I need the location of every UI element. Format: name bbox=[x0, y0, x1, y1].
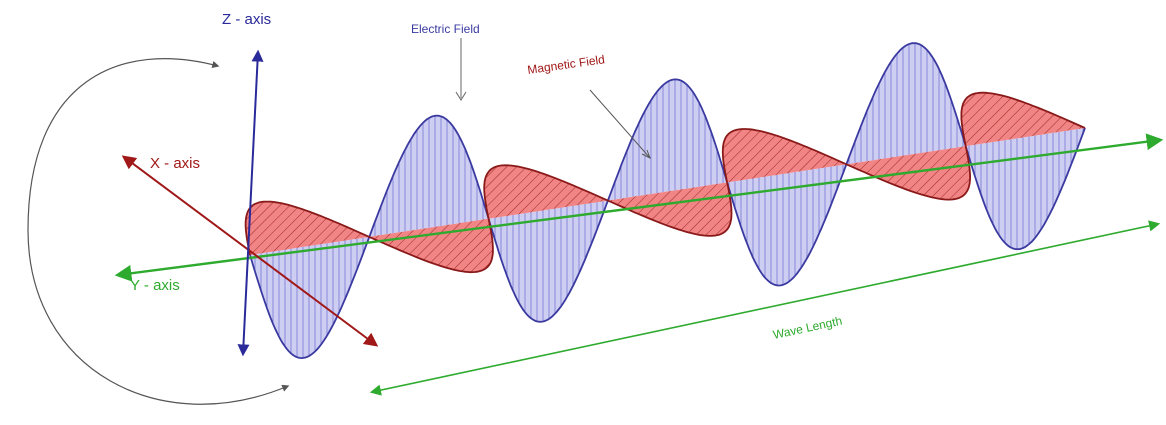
magnetic-field-pointer-head bbox=[641, 149, 651, 160]
y-axis-label: Y - axis bbox=[130, 277, 180, 294]
wave-length-arrow bbox=[369, 220, 1161, 396]
magnetic-field-label: Magnetic Field bbox=[526, 52, 605, 77]
rotation-arrow bbox=[27, 58, 290, 405]
electric-field-pointer-head bbox=[455, 91, 467, 101]
wave-length-label: Wave Length bbox=[772, 314, 844, 342]
x-axis-label: X - axis bbox=[150, 155, 200, 172]
z-axis-label: Z - axis bbox=[222, 11, 271, 28]
magnetic-field-pointer bbox=[589, 89, 651, 159]
electric-field-label: Electric Field bbox=[411, 22, 480, 36]
electric-field-hatch bbox=[250, 43, 1085, 359]
